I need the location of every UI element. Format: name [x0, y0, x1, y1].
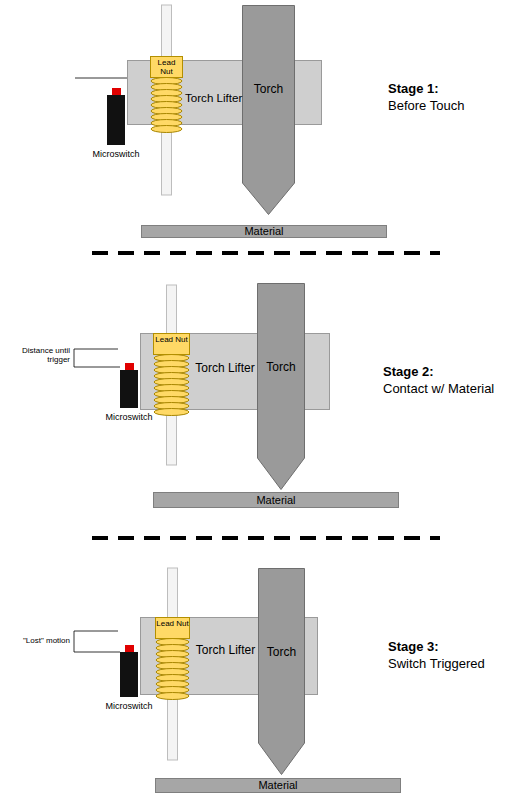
node-label: Microswitch — [95, 412, 163, 422]
spring-coil — [156, 693, 189, 700]
dimension-bracket — [74, 631, 75, 652]
torch: Torch — [242, 5, 295, 215]
microswitch: Microswitch — [107, 95, 125, 145]
node-label: Torch — [242, 83, 295, 97]
stage-title: Stage 3: — [388, 640, 439, 655]
stage-separator — [92, 536, 440, 540]
stage-title: Stage 1: — [388, 82, 439, 97]
node-label: Material — [142, 226, 386, 237]
stage-separator — [92, 251, 440, 255]
node-label: Lead Nut — [151, 58, 182, 76]
dimension-tick — [74, 631, 118, 632]
node-label: Torch Lifter — [193, 644, 258, 658]
lead-nut: Lead Nut — [153, 333, 190, 355]
node-label: Microswitch — [82, 149, 150, 159]
dimension-label: Distance until trigger — [8, 346, 70, 364]
torch-body — [258, 284, 305, 490]
node-label: Torch — [258, 646, 305, 660]
torch-outline — [242, 5, 295, 215]
stage-caption: Switch Triggered — [388, 657, 485, 672]
torch: Torch — [257, 283, 305, 490]
torch: Torch — [258, 568, 305, 775]
reference-line — [75, 78, 127, 79]
dimension-bracket — [74, 349, 75, 367]
switch-button — [112, 88, 121, 95]
node-label: Lead Nut — [154, 335, 189, 344]
dimension-tick — [74, 367, 120, 368]
switch-button — [125, 363, 134, 370]
node-label: Torch Lifter — [185, 91, 242, 104]
lead-nut: Lead Nut — [150, 56, 183, 78]
dimension-label: "Lost" motion — [4, 636, 70, 645]
node-label: Material — [156, 779, 400, 792]
lead-nut: Lead Nut — [155, 617, 190, 639]
node-label: Microswitch — [95, 701, 163, 711]
node-label: Material — [154, 493, 398, 507]
torch-body — [243, 6, 295, 215]
node-label: Torch — [257, 361, 305, 375]
torch-outline — [257, 283, 305, 490]
torch-body — [259, 569, 305, 775]
dimension-tick — [74, 349, 118, 350]
node-label: Lead Nut — [156, 619, 189, 628]
torch-outline — [258, 568, 305, 775]
microswitch: Microswitch — [120, 370, 138, 408]
stage-caption: Contact w/ Material — [383, 382, 494, 397]
node-label: Torch Lifter — [193, 362, 257, 376]
spring-coil — [154, 409, 189, 416]
dimension-tick — [74, 652, 120, 653]
switch-button — [125, 645, 134, 652]
spring-coil — [151, 126, 182, 133]
material-plate: Material — [153, 492, 399, 508]
microswitch: Microswitch — [120, 652, 138, 697]
material-plate: Material — [155, 778, 401, 793]
stage-caption: Before Touch — [388, 99, 464, 114]
stage-title: Stage 2: — [383, 365, 434, 380]
material-plate: Material — [141, 225, 387, 238]
